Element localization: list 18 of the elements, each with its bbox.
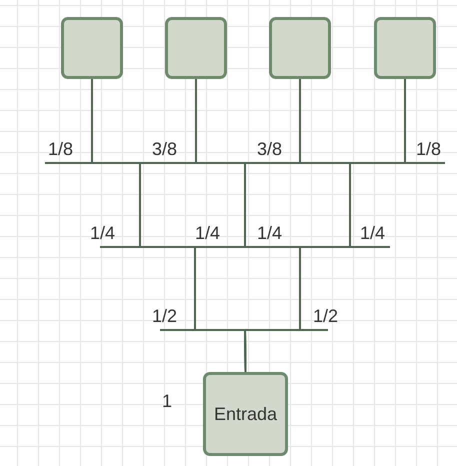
- fraction-label: 1/4: [90, 223, 116, 244]
- fraction-label: 1/8: [416, 139, 442, 160]
- input-box: [203, 372, 288, 456]
- fraction-label: 1/4: [195, 223, 220, 244]
- fraction-label: 1/4: [257, 223, 282, 244]
- fraction-label: 1/2: [313, 306, 338, 327]
- connector-line: [244, 79, 406, 372]
- output-box: [165, 17, 227, 79]
- fraction-label: 3/8: [152, 139, 178, 160]
- fraction-label: 3/8: [257, 139, 282, 160]
- node-label: Entrada: [214, 404, 278, 424]
- fraction-label: 1: [162, 391, 172, 412]
- fraction-label: 1/2: [152, 306, 178, 327]
- output-box: [61, 17, 123, 79]
- output-box: [374, 17, 436, 79]
- fraction-label: 1/4: [360, 223, 386, 244]
- fraction-label: 1/8: [48, 139, 74, 160]
- output-box: [269, 17, 331, 79]
